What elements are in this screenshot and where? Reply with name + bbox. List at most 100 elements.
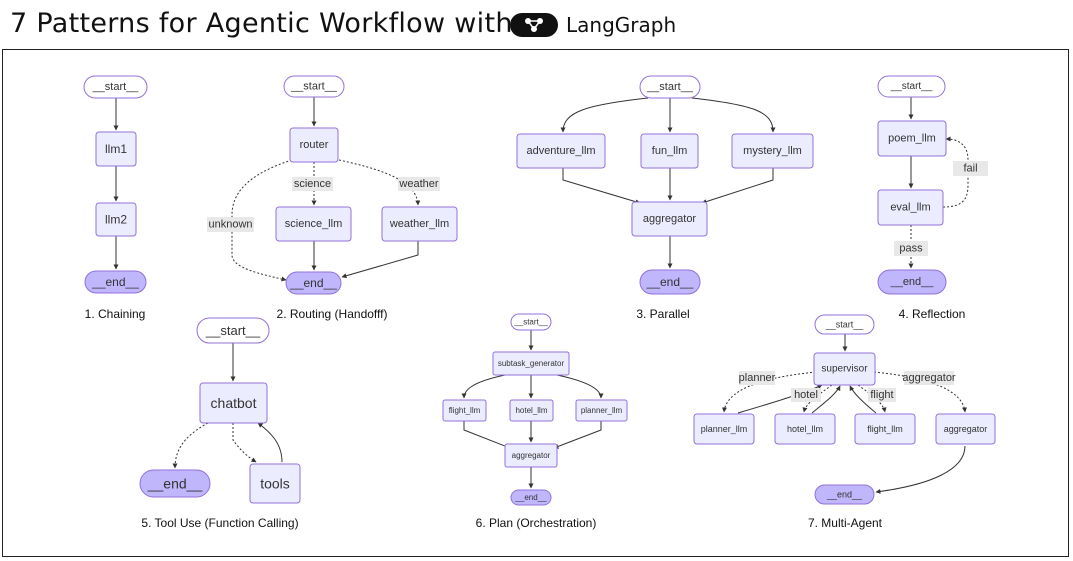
node-mystery-llm: mystery_llm <box>731 133 814 169</box>
node-hotel-llm: hotel_llm <box>509 399 554 422</box>
svg-text:adventure_llm: adventure_llm <box>526 145 595 157</box>
svg-text:subtask_generator: subtask_generator <box>498 359 565 368</box>
edge-label-aggregator: aggregator <box>902 372 956 384</box>
node-end: __end__ <box>639 269 701 295</box>
edge-label-unknown: unknown <box>208 219 252 231</box>
caption-multi-agent: 7. Multi-Agent <box>808 516 883 530</box>
svg-text:flight_llm: flight_llm <box>449 406 481 415</box>
svg-text:__start__: __start__ <box>290 81 338 93</box>
edge-router-unknown <box>231 159 293 282</box>
node-fun-llm: fun_llm <box>640 133 699 169</box>
svg-text:llm2: llm2 <box>105 213 127 227</box>
node-supervisor: supervisor <box>813 352 876 386</box>
node-start: __start__ <box>283 75 345 98</box>
node-aggregator: aggregator <box>631 201 708 237</box>
node-start: __start__ <box>814 314 875 335</box>
edge-label-fail: fail <box>963 163 977 175</box>
node-adventure-llm: adventure_llm <box>516 133 606 169</box>
node-end: __end__ <box>510 489 552 506</box>
edge-supervisor-planner <box>721 371 817 413</box>
node-start: __start__ <box>877 75 946 98</box>
svg-text:supervisor: supervisor <box>821 364 868 375</box>
node-end: __end__ <box>877 269 947 295</box>
caption-reflection: 4. Reflection <box>899 307 966 321</box>
node-planner-llm: planner_llm <box>575 399 628 422</box>
svg-text:__end__: __end__ <box>890 276 935 288</box>
edge-planner-aggregator <box>553 421 602 449</box>
node-llm1: llm1 <box>95 131 137 167</box>
node-end: __end__ <box>285 271 342 295</box>
edge-supervisor-hotel <box>802 384 833 413</box>
diagram-frame <box>2 49 1069 557</box>
svg-text:hotel_llm: hotel_llm <box>787 424 823 434</box>
edge-subtask-planner <box>556 374 604 399</box>
svg-text:__end__: __end__ <box>147 476 203 492</box>
svg-text:aggregator: aggregator <box>944 424 988 434</box>
svg-text:llm1: llm1 <box>105 142 127 156</box>
node-subtask-generator: subtask_generator <box>492 351 570 376</box>
node-start: __start__ <box>639 75 701 99</box>
edge-chatbot-end <box>172 422 209 469</box>
svg-text:__start__: __start__ <box>646 81 694 93</box>
node-planner-llm: planner_llm <box>693 413 755 445</box>
edge-flight-aggregator <box>463 421 511 449</box>
pattern-plan: __start__ subtask_generator flight_llm h… <box>442 313 628 530</box>
caption-parallel: 3. Parallel <box>636 307 689 321</box>
node-aggregator: aggregator <box>504 443 558 468</box>
svg-text:__start__: __start__ <box>205 323 261 338</box>
svg-text:aggregator: aggregator <box>643 213 697 225</box>
edge-flight-supervisor <box>849 385 877 414</box>
node-science-llm: science_llm <box>275 206 352 242</box>
edge-label-flight: flight <box>870 389 893 401</box>
brand-name: LangGraph <box>566 13 677 37</box>
pattern-routing: science weather unknown __start__ router… <box>207 75 458 321</box>
node-end: __end__ <box>814 484 875 505</box>
langgraph-logo-icon <box>510 13 558 37</box>
node-router: router <box>289 127 339 163</box>
svg-text:__end__: __end__ <box>646 275 694 289</box>
svg-text:planner_llm: planner_llm <box>581 406 623 415</box>
edge-planner-supervisor <box>737 384 823 414</box>
pattern-tool-use: __start__ chatbot __end__ tools 5. Tool … <box>139 317 301 530</box>
svg-text:__end__: __end__ <box>91 275 139 289</box>
edge-adventure-aggregator <box>562 168 641 205</box>
caption-tool-use: 5. Tool Use (Function Calling) <box>141 516 298 530</box>
svg-text:eval_llm: eval_llm <box>890 202 930 214</box>
edge-tools-chatbot <box>257 422 283 463</box>
node-flight-llm: flight_llm <box>442 399 487 422</box>
node-hotel-llm: hotel_llm <box>774 413 836 445</box>
edge-label-planner: planner <box>739 372 776 384</box>
node-flight-llm: flight_llm <box>854 413 916 445</box>
edge-chatbot-tools <box>232 423 257 463</box>
edge-router-weather <box>338 159 421 206</box>
svg-text:__start__: __start__ <box>513 318 548 327</box>
node-start: __start__ <box>83 75 148 99</box>
svg-text:planner_llm: planner_llm <box>701 424 748 434</box>
pattern-parallel: __start__ adventure_llm fun_llm mystery_… <box>516 75 814 321</box>
svg-text:__end__: __end__ <box>289 276 337 290</box>
svg-text:fun_llm: fun_llm <box>652 145 687 157</box>
svg-text:__end__: __end__ <box>514 493 547 502</box>
edge-label-science: science <box>294 178 331 190</box>
node-llm2: llm2 <box>95 202 137 237</box>
caption-plan: 6. Plan (Orchestration) <box>476 516 597 530</box>
svg-text:weather_llm: weather_llm <box>389 218 449 230</box>
pattern-chaining: __start__ llm1 llm2 __end__ 1. Chaining <box>83 75 148 321</box>
node-start: __start__ <box>196 317 270 344</box>
page-title: 7 Patterns for Agentic Workflow with <box>10 8 513 39</box>
pattern-reflection: fail pass __start__ poem_llm eval_llm __… <box>877 75 988 321</box>
svg-text:aggregator: aggregator <box>512 451 551 460</box>
svg-text:__start__: __start__ <box>92 81 140 93</box>
edge-supervisor-flight <box>857 384 887 413</box>
edge-label-weather: weather <box>398 178 438 190</box>
edge-mystery-aggregator <box>701 168 774 204</box>
svg-text:__start__: __start__ <box>890 81 933 92</box>
node-end: __end__ <box>84 270 147 294</box>
edge-label-pass: pass <box>899 243 923 255</box>
edge-label-hotel: hotel <box>794 389 818 401</box>
caption-chaining: 1. Chaining <box>85 307 146 321</box>
node-eval-llm: eval_llm <box>877 189 944 226</box>
node-weather-llm: weather_llm <box>381 206 458 242</box>
node-end: __end__ <box>139 469 211 498</box>
